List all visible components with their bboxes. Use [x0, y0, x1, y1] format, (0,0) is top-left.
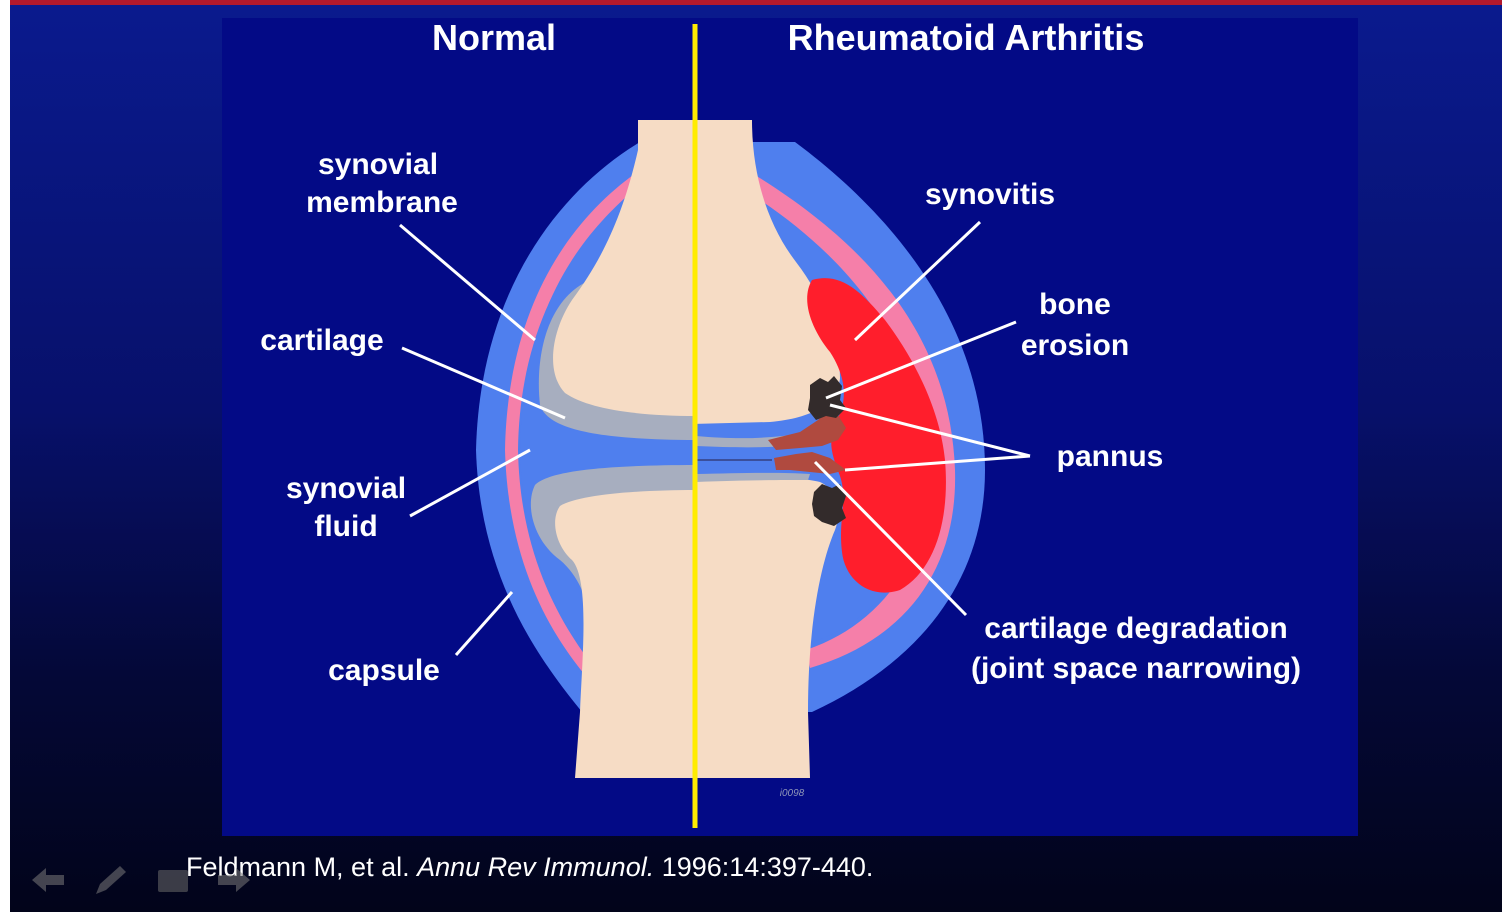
label-pannus: pannus	[1057, 440, 1164, 473]
label-bone-erosion-line2: erosion	[1021, 329, 1129, 362]
pen-icon[interactable]	[90, 862, 130, 898]
label-synovitis: synovitis	[925, 178, 1055, 211]
label-synovial-fluid-line1: synovial	[286, 472, 406, 505]
figure-code: i0098	[780, 788, 805, 799]
leader-capsule	[456, 592, 512, 655]
label-capsule: capsule	[328, 654, 440, 687]
normal-joint	[476, 120, 700, 778]
ra-title: Rheumatoid Arthritis	[788, 17, 1145, 58]
label-cartilage: cartilage	[260, 324, 383, 357]
citation-details: 1996:14:397-440.	[654, 852, 873, 882]
label-synovial-membrane-line2: membrane	[306, 186, 458, 219]
citation-journal: Annu Rev Immunol.	[417, 852, 654, 882]
ra-joint	[690, 120, 985, 778]
label-cartilage-degradation-line2: (joint space narrowing)	[971, 652, 1301, 685]
back-arrow-icon[interactable]	[28, 862, 68, 898]
label-synovial-membrane-line1: synovial	[318, 148, 438, 181]
normal-title: Normal	[432, 17, 556, 58]
slide-menu-icon[interactable]	[154, 862, 194, 898]
label-cartilage-degradation-line1: cartilage degradation	[984, 612, 1287, 645]
citation: Feldmann M, et al. Annu Rev Immunol. 199…	[186, 852, 873, 883]
label-bone-erosion-line1: bone	[1039, 288, 1111, 321]
forward-arrow-icon[interactable]	[214, 862, 254, 898]
label-synovial-fluid-line2: fluid	[314, 510, 377, 543]
